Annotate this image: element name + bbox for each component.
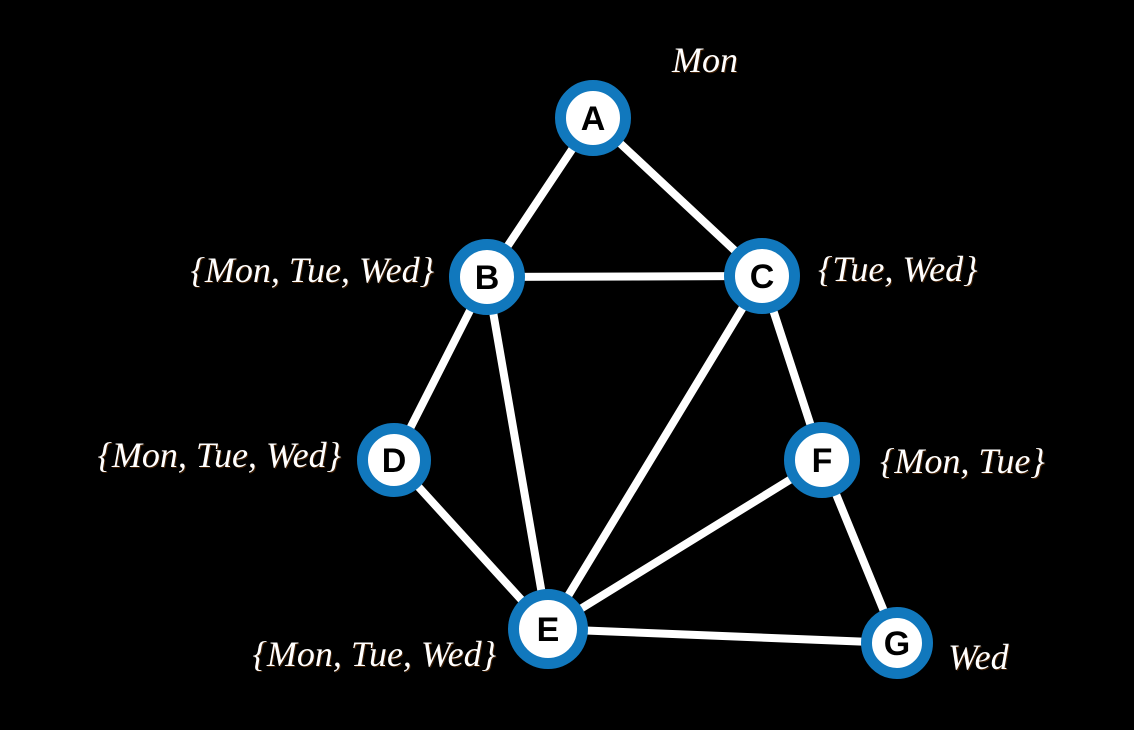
node-circle-f — [784, 422, 860, 498]
node-letter-b: B — [475, 259, 500, 297]
graph-node-g[interactable]: G — [861, 607, 933, 679]
node-letter-c: C — [750, 258, 775, 296]
domain-label-e: {Mon, Tue, Wed} — [252, 634, 496, 674]
node-circle-g — [861, 607, 933, 679]
graph-edge-c-e — [544, 272, 766, 633]
graph-node-f[interactable]: F — [784, 422, 860, 498]
graph-edge-b-e — [483, 273, 552, 633]
graph-node-a[interactable]: A — [555, 80, 631, 156]
node-circle-e — [508, 589, 588, 669]
domain-label-c: {Tue, Wed} — [818, 249, 978, 289]
node-circle-d — [357, 423, 431, 497]
graph-node-d[interactable]: D — [357, 423, 431, 497]
node-letter-f: F — [812, 442, 833, 480]
domain-label-a: Mon — [672, 40, 738, 80]
node-circle-c — [724, 238, 800, 314]
domain-label-b: {Mon, Tue, Wed} — [190, 250, 434, 290]
graph-node-c[interactable]: C — [724, 238, 800, 314]
node-letter-g: G — [884, 625, 910, 663]
domain-label-g: Wed — [948, 637, 1009, 677]
graph-node-b[interactable]: B — [449, 239, 525, 315]
edges-group — [390, 114, 901, 647]
node-circle-b — [449, 239, 525, 315]
graph-node-e[interactable]: E — [508, 589, 588, 669]
node-letter-d: D — [382, 442, 407, 480]
node-circle-a — [555, 80, 631, 156]
nodes-group: A B C D E F G — [357, 80, 933, 679]
graph-edge-e-g — [544, 625, 901, 647]
node-letter-e: E — [537, 611, 560, 649]
node-letter-a: A — [581, 100, 606, 138]
domain-label-d: {Mon, Tue, Wed} — [97, 435, 341, 475]
graph-edge-e-f — [544, 456, 826, 633]
graph-edge-a-c — [589, 114, 766, 280]
graph-edge-b-c — [483, 272, 766, 281]
domain-label-f: {Mon, Tue} — [880, 441, 1045, 481]
